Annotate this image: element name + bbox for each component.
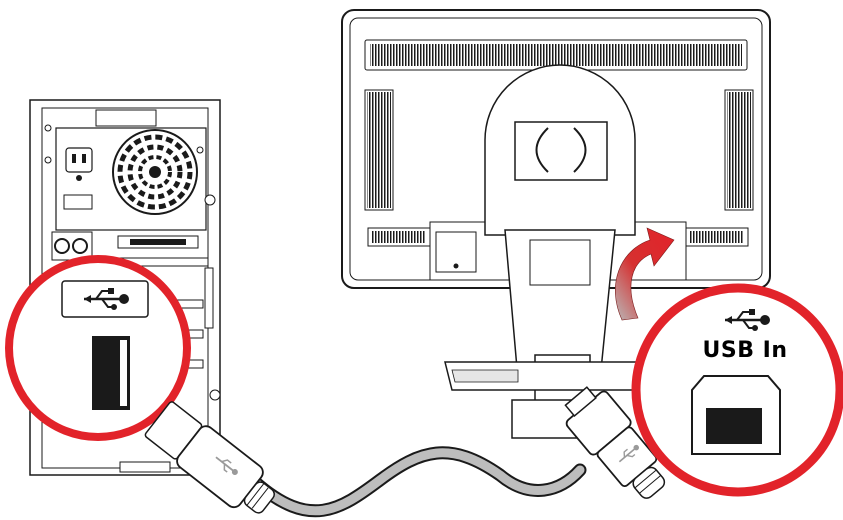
usb-cable	[248, 446, 587, 518]
usb-a-plug	[144, 401, 275, 514]
monitor-usb-in-callout	[631, 283, 843, 497]
vesa-mount-icon	[514, 121, 608, 181]
computer-usb-port-callout	[5, 255, 191, 441]
usb-b-plug	[564, 386, 666, 499]
power-supply	[55, 127, 207, 231]
fan-grille-icon	[112, 129, 198, 215]
usb-in-label: USB In	[702, 338, 788, 363]
usb-a-port	[92, 336, 130, 410]
curved-arrow-icon	[615, 227, 675, 321]
usb-trident-icon	[725, 309, 770, 331]
usb-trident-icon	[84, 288, 129, 310]
usb-b-port	[691, 375, 781, 455]
